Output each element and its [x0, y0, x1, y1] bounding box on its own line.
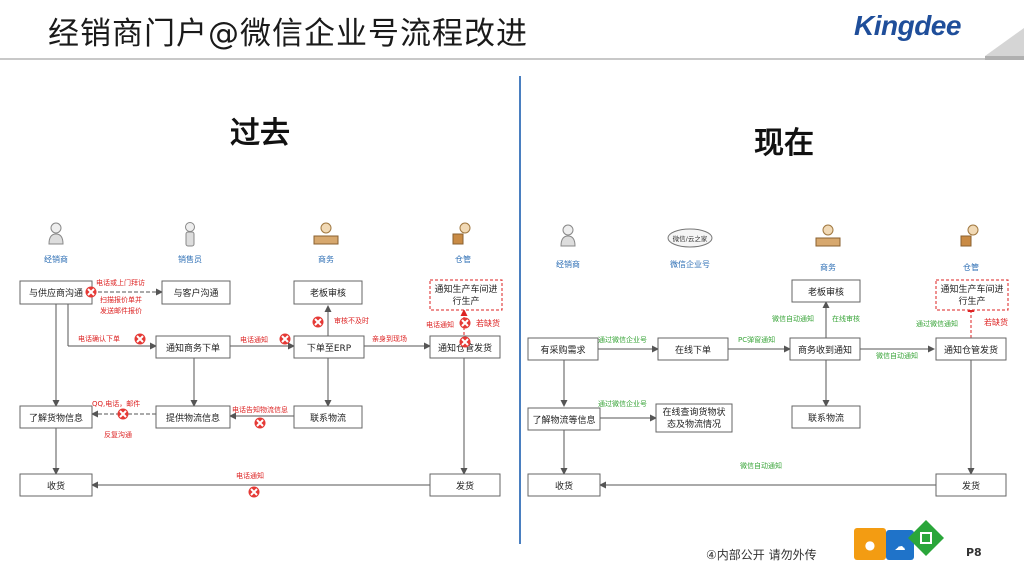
svg-text:与供应商沟通: 与供应商沟通	[29, 287, 83, 299]
svg-text:电话告知物流信息: 电话告知物流信息	[232, 405, 288, 414]
page-number: P8	[966, 546, 982, 559]
cloud-icon: 微信/云之家	[667, 228, 713, 248]
salesperson-icon	[185, 222, 195, 247]
svg-text:●: ●	[865, 538, 875, 552]
now-note: 若缺货	[984, 317, 1008, 327]
past-box: 与供应商沟通 与客户沟通 老板审核 通知生产车间进 行生产 通知商务下单 下单至…	[19, 279, 503, 497]
svg-text:联系物流: 联系物流	[808, 412, 844, 424]
svg-text:了解物流等信息: 了解物流等信息	[532, 414, 595, 426]
svg-text:老板审核: 老板审核	[808, 286, 844, 298]
svg-text:联系物流: 联系物流	[310, 412, 346, 424]
past-role-label: 商务	[318, 254, 334, 264]
svg-text:电话通知: 电话通知	[236, 471, 264, 480]
warehouse-worker-icon	[452, 222, 471, 245]
kingdee-logo: Kingdee	[854, 10, 961, 41]
svg-text:通知生产车间进: 通知生产车间进	[434, 283, 497, 295]
svg-text:行生产: 行生产	[958, 295, 985, 307]
svg-text:审核不及时: 审核不及时	[334, 316, 369, 325]
svg-text:电话通知: 电话通知	[240, 335, 268, 344]
svg-text:微信自动通知: 微信自动通知	[772, 314, 814, 323]
svg-text:若缺货: 若缺货	[476, 318, 500, 328]
svg-text:商务收到通知: 商务收到通知	[798, 344, 852, 356]
desk-worker-icon	[815, 224, 841, 247]
svg-text:老板审核: 老板审核	[310, 287, 346, 299]
svg-text:发货: 发货	[962, 480, 980, 492]
svg-text:发送邮件报价: 发送邮件报价	[100, 306, 142, 315]
svg-text:收货: 收货	[555, 480, 573, 492]
svg-text:微信自动通知: 微信自动通知	[876, 351, 918, 360]
slide-title: 经销商门户@微信企业号流程改进	[48, 16, 528, 52]
svg-text:通过微信通知: 通过微信通知	[916, 319, 958, 328]
now-role-label: 经销商	[556, 259, 580, 269]
svg-text:行生产: 行生产	[452, 295, 479, 307]
desk-worker-icon	[313, 222, 339, 245]
svg-text:微信/云之家: 微信/云之家	[673, 234, 708, 243]
svg-text:通知仓管发货: 通知仓管发货	[944, 344, 998, 356]
svg-text:在线下单: 在线下单	[675, 344, 711, 356]
person-icon	[560, 224, 576, 247]
now-note: 微信自动通知 在线审核 通过微信通知 通过微信企业号 PC弹窗通知 微信自动通知…	[598, 314, 958, 470]
svg-text:下单至ERP: 下单至ERP	[307, 342, 352, 354]
warehouse-worker-icon	[960, 224, 979, 247]
past-note: 电话或上门拜访 扫描报价单并 发送邮件报价 审核不及时 电话通知 若缺货 电话确…	[78, 278, 500, 480]
header-decoration	[0, 28, 1024, 60]
svg-text:电话或上门拜访: 电话或上门拜访	[96, 278, 145, 287]
svg-text:收货: 收货	[47, 480, 65, 492]
app-cubes-icon: ● ☁	[854, 520, 944, 560]
svg-text:通过微信企业号: 通过微信企业号	[598, 399, 647, 408]
svg-text:通知仓管发货: 通知仓管发货	[438, 342, 492, 354]
person-icon	[48, 222, 64, 245]
svg-text:通知商务下单: 通知商务下单	[166, 342, 220, 354]
now-role-label: 仓管	[963, 262, 979, 272]
svg-text:态及物流情况: 态及物流情况	[667, 418, 721, 430]
svg-text:☁: ☁	[895, 540, 906, 553]
svg-text:与客户沟通: 与客户沟通	[173, 287, 218, 299]
footer-confidential: ④内部公开 请勿外传	[706, 548, 817, 562]
svg-text:微信自动通知: 微信自动通知	[740, 461, 782, 470]
svg-text:通知生产车间进: 通知生产车间进	[940, 283, 1003, 295]
svg-text:电话通知: 电话通知	[426, 320, 454, 329]
now-role-label: 微信企业号	[670, 259, 710, 269]
svg-text:有采购需求: 有采购需求	[540, 344, 585, 356]
past-section-title: 过去	[230, 116, 290, 151]
svg-text:通过微信企业号: 通过微信企业号	[598, 335, 647, 344]
past-role-label: 销售员	[178, 254, 202, 264]
svg-text:发货: 发货	[456, 480, 474, 492]
now-section-title: 现在	[754, 126, 814, 161]
error-x-icon	[84, 285, 472, 499]
past-role-label: 仓管	[455, 254, 471, 264]
svg-text:了解货物信息: 了解货物信息	[29, 412, 83, 424]
svg-text:亲身到现场: 亲身到现场	[372, 334, 407, 343]
svg-text:电话确认下单: 电话确认下单	[78, 334, 120, 343]
svg-text:扫描报价单并: 扫描报价单并	[100, 295, 142, 304]
svg-text:提供物流信息: 提供物流信息	[166, 412, 220, 424]
now-role-label: 商务	[820, 262, 836, 272]
svg-text:在线查询货物状: 在线查询货物状	[662, 406, 725, 418]
now-box: 老板审核 通知生产车间进 行生产 有采购需求 在线下单 商务收到通知 通知仓管发…	[527, 279, 1009, 497]
svg-text:PC弹窗通知: PC弹窗通知	[738, 335, 775, 344]
svg-text:在线审核: 在线审核	[832, 314, 860, 323]
svg-text:反复沟通: 反复沟通	[104, 430, 132, 439]
past-role-label: 经销商	[44, 254, 68, 264]
svg-text:QQ,电话，邮件: QQ,电话，邮件	[92, 399, 140, 408]
